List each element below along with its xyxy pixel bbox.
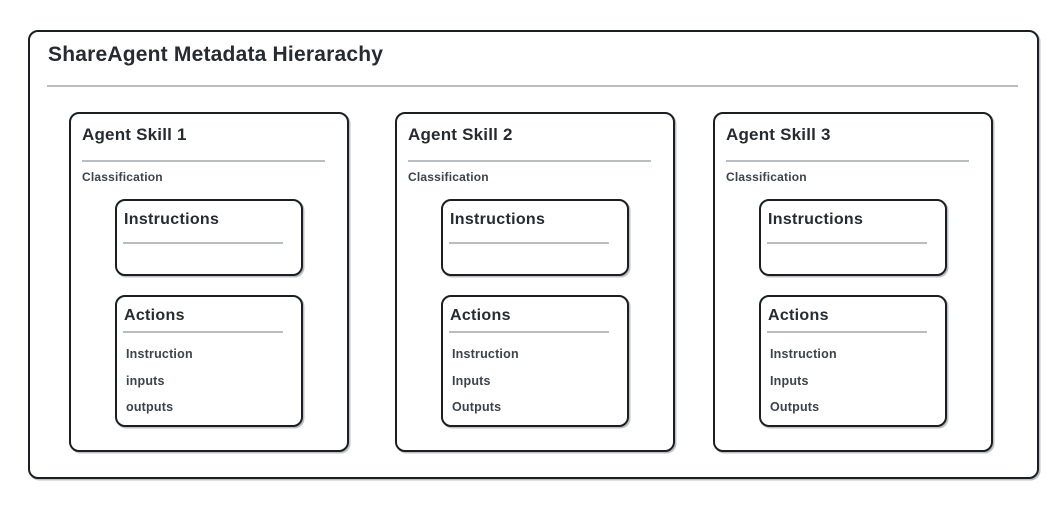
actions-box: Actions Instruction Inputs Outputs xyxy=(441,295,629,427)
action-item: Instruction xyxy=(770,347,837,361)
card-title: Agent Skill 2 xyxy=(408,125,513,144)
action-item: Instruction xyxy=(452,347,519,361)
diagram-title: ShareAgent Metadata Hierarachy xyxy=(48,43,384,66)
action-item: Inputs xyxy=(452,373,491,388)
classification-label: Classification xyxy=(82,170,163,184)
agent-skill-2-card: Agent Skill 2 Classification Instruction… xyxy=(395,112,675,452)
card-title: Agent Skill 3 xyxy=(726,125,831,144)
instructions-box: Instructions xyxy=(115,199,303,276)
action-item: Outputs xyxy=(452,400,502,414)
diagram-frame: ShareAgent Metadata Hierarachy Agent Ski… xyxy=(28,30,1039,479)
instructions-box: Instructions xyxy=(759,199,947,276)
action-item: Inputs xyxy=(770,373,809,388)
action-item: inputs xyxy=(126,373,165,388)
instructions-title: Instructions xyxy=(768,211,864,228)
actions-box: Actions Instruction Inputs Outputs xyxy=(759,295,947,427)
action-item: Instruction xyxy=(126,347,193,361)
action-items: Instruction Inputs Outputs xyxy=(770,341,837,421)
instructions-divider xyxy=(123,242,283,244)
actions-title: Actions xyxy=(124,307,185,324)
card-title: Agent Skill 1 xyxy=(82,125,187,144)
actions-title: Actions xyxy=(768,307,829,324)
classification-label: Classification xyxy=(408,170,489,184)
actions-divider xyxy=(449,331,609,333)
card-title-divider xyxy=(82,160,325,162)
agent-skill-3-card: Agent Skill 3 Classification Instruction… xyxy=(713,112,993,452)
title-divider xyxy=(47,85,1018,87)
actions-divider xyxy=(767,331,927,333)
actions-divider xyxy=(123,331,283,333)
instructions-box: Instructions xyxy=(441,199,629,276)
card-title-divider xyxy=(408,160,651,162)
action-item: outputs xyxy=(126,400,174,414)
actions-box: Actions Instruction inputs outputs xyxy=(115,295,303,427)
action-items: Instruction Inputs Outputs xyxy=(452,341,519,421)
agent-skill-1-card: Agent Skill 1 Classification Instruction… xyxy=(69,112,349,452)
actions-title: Actions xyxy=(450,307,511,324)
instructions-title: Instructions xyxy=(450,211,546,228)
action-item: Outputs xyxy=(770,400,820,414)
classification-label: Classification xyxy=(726,170,807,184)
action-items: Instruction inputs outputs xyxy=(126,341,193,421)
instructions-divider xyxy=(449,242,609,244)
card-title-divider xyxy=(726,160,969,162)
instructions-title: Instructions xyxy=(124,211,220,228)
instructions-divider xyxy=(767,242,927,244)
